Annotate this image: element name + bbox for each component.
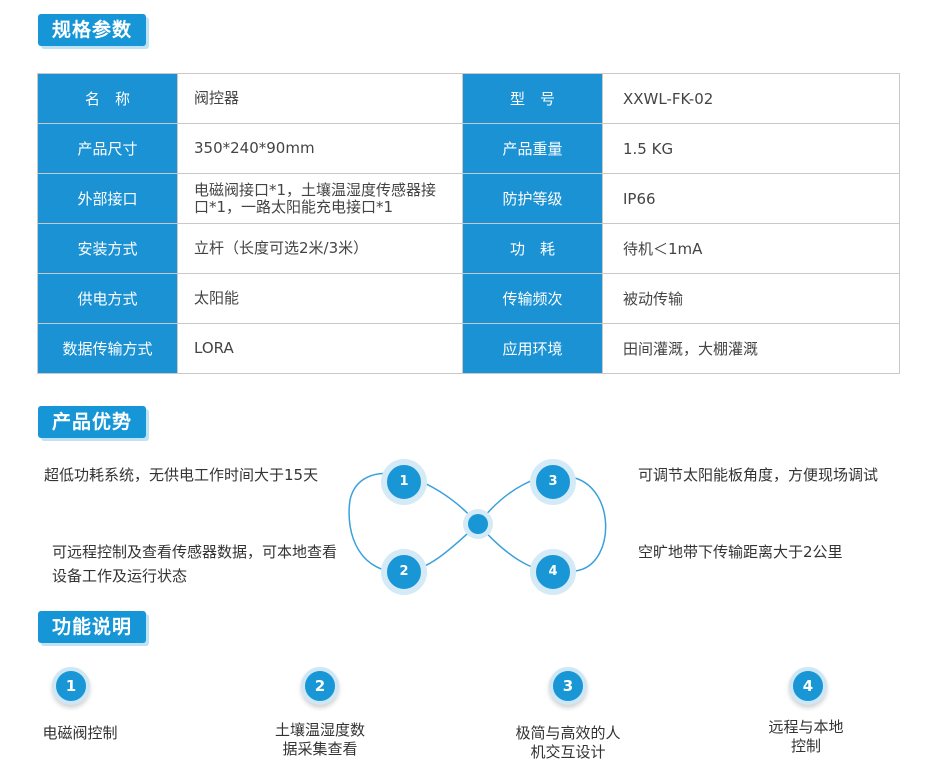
function-text-4: 远程与本地控制 — [768, 718, 844, 755]
spec-value: 1.5 KG — [602, 123, 900, 174]
function-number-2: 2 — [301, 667, 339, 705]
spec-value: 待机＜1mA — [602, 223, 900, 274]
table-row: 名 称 阀控器 型 号 XXWL-FK-02 — [37, 73, 900, 124]
table-row: 供电方式 太阳能 传输频次 被动传输 — [37, 273, 900, 324]
spec-label: 名 称 — [37, 73, 178, 124]
spec-label: 应用环境 — [462, 323, 603, 374]
spec-label: 供电方式 — [37, 273, 178, 324]
advantage-node-2: 2 — [381, 549, 427, 595]
advantage-node-3: 3 — [530, 459, 576, 505]
advantage-text-4: 空旷地带下传输距离大于2公里 — [638, 543, 843, 561]
infinity-diagram — [348, 472, 607, 574]
advantage-node-4: 4 — [530, 549, 576, 595]
spec-value: 立杆（长度可选2米/3米） — [177, 223, 463, 274]
section-title-specs: 规格参数 — [38, 14, 147, 46]
table-row: 数据传输方式 LORA 应用环境 田间灌溉，大棚灌溉 — [37, 323, 900, 374]
center-node — [468, 514, 488, 534]
spec-value: 田间灌溉，大棚灌溉 — [602, 323, 900, 374]
spec-label: 功 耗 — [462, 223, 603, 274]
loop-right — [477, 474, 607, 574]
spec-value: 太阳能 — [177, 273, 463, 324]
function-text-2: 土壤温湿度数据采集查看 — [274, 721, 365, 758]
table-row: 产品尺寸 350*240*90mm 产品重量 1.5 KG — [37, 123, 900, 174]
spec-label: 数据传输方式 — [37, 323, 178, 374]
advantage-text-3: 可调节太阳能板角度，方便现场调试 — [638, 466, 879, 484]
spec-label: 传输频次 — [462, 273, 603, 324]
spec-value: 阀控器 — [177, 73, 463, 124]
spec-label: 型 号 — [462, 73, 603, 124]
function-text-3: 极简与高效的人机交互设计 — [515, 724, 621, 761]
spec-value: 350*240*90mm — [177, 123, 463, 174]
spec-value: IP66 — [602, 173, 900, 224]
function-text-1: 电磁阀控制 — [42, 724, 118, 742]
table-row: 外部接口 电磁阀接口*1，土壤温湿度传感器接口*1，一路太阳能充电接口*1 防护… — [37, 173, 900, 224]
function-number-1: 1 — [52, 667, 90, 705]
advantage-text-1: 超低功耗系统，无供电工作时间大于15天 — [44, 466, 319, 484]
spec-value: 电磁阀接口*1，土壤温湿度传感器接口*1，一路太阳能充电接口*1 — [177, 173, 463, 224]
spec-label: 外部接口 — [37, 173, 178, 224]
advantage-text-2: 可远程控制及查看传感器数据，可本地查看设备工作及运行状态 — [52, 543, 338, 585]
spec-value: XXWL-FK-02 — [602, 73, 900, 124]
spec-value: LORA — [177, 323, 463, 374]
function-number-4: 4 — [789, 667, 827, 705]
spec-label: 产品重量 — [462, 123, 603, 174]
function-number-3: 3 — [549, 667, 587, 705]
spec-table: 名 称 阀控器 型 号 XXWL-FK-02 产品尺寸 350*240*90mm… — [37, 73, 900, 374]
section-title-functions: 功能说明 — [38, 611, 147, 643]
spec-label: 防护等级 — [462, 173, 603, 224]
section-title-advantages: 产品优势 — [38, 406, 147, 438]
spec-label: 安装方式 — [37, 223, 178, 274]
spec-label: 产品尺寸 — [37, 123, 178, 174]
spec-value: 被动传输 — [602, 273, 900, 324]
table-row: 安装方式 立杆（长度可选2米/3米） 功 耗 待机＜1mA — [37, 223, 900, 274]
advantage-node-1: 1 — [381, 459, 427, 505]
